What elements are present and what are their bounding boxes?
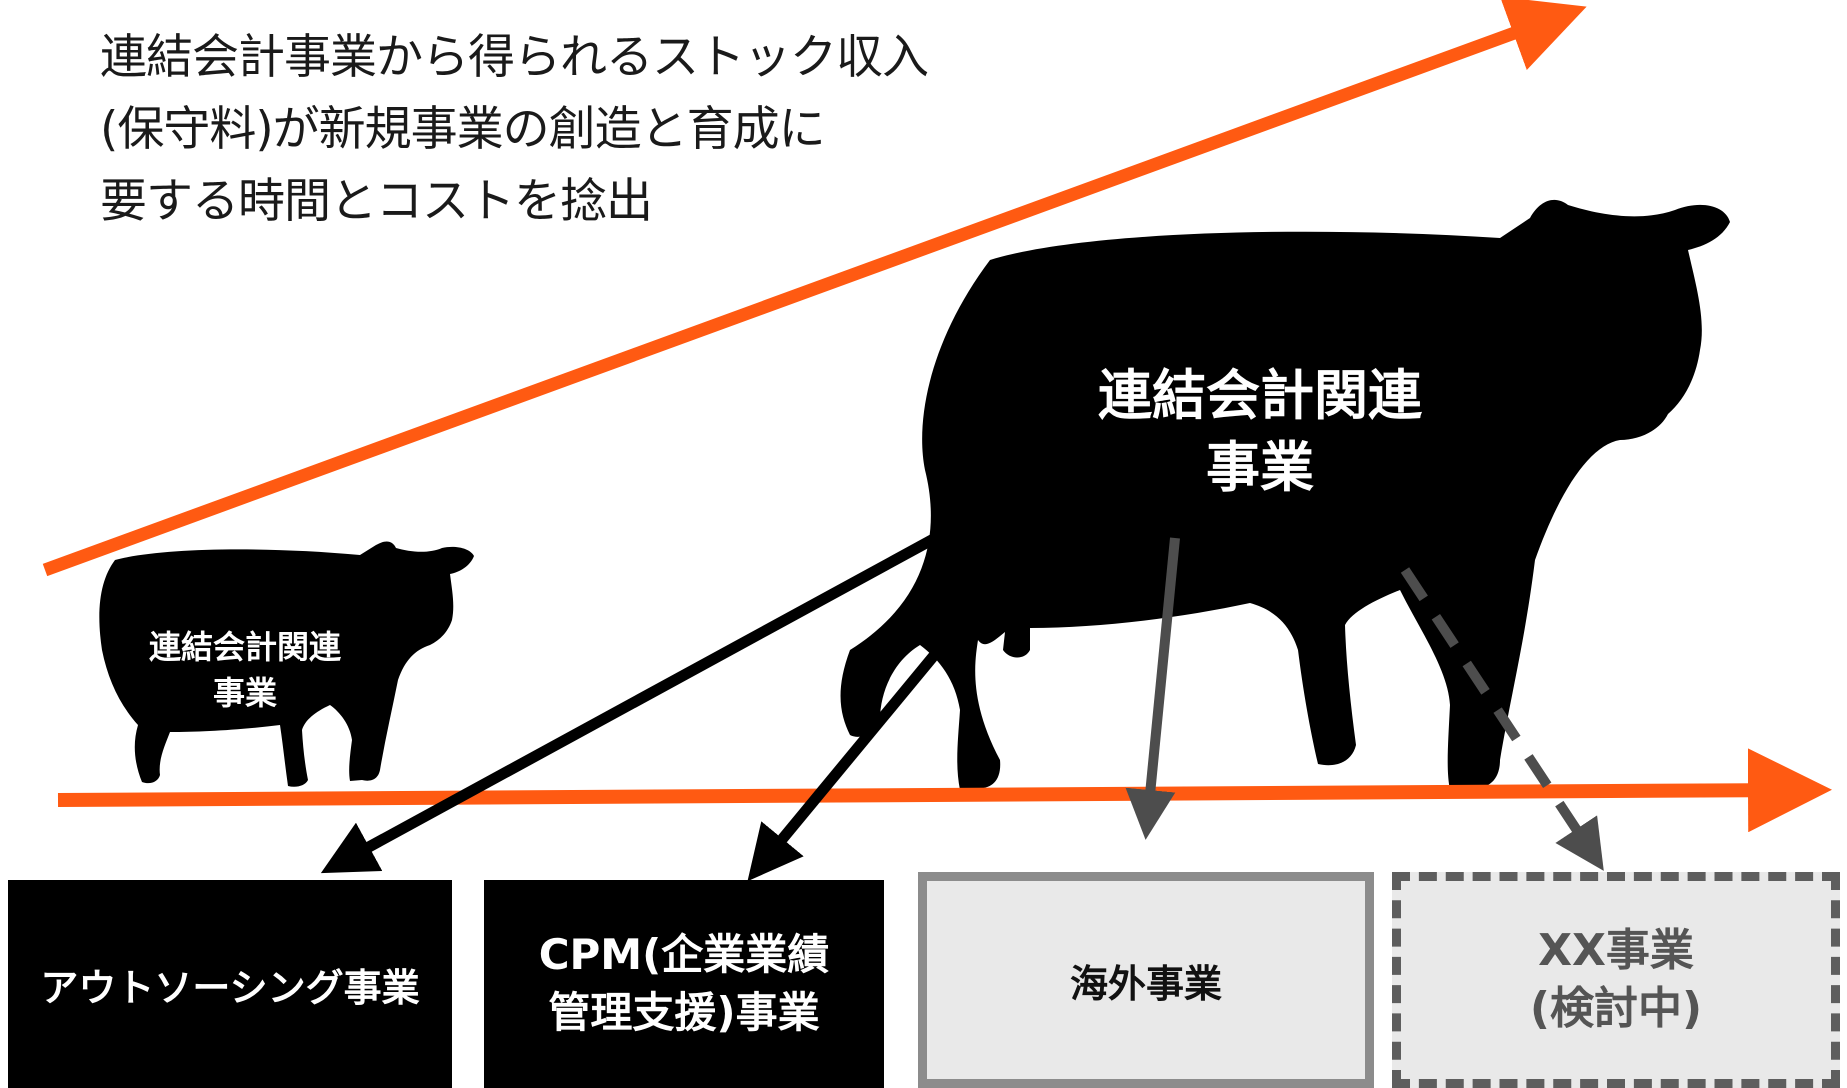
headline-text: 連結会計事業から得られるストック収入 (保守料)が新規事業の創造と育成に 要する… (100, 22, 1100, 238)
xx-business-box: XX事業 (検討中) (1392, 872, 1840, 1088)
baseline-arrow (57, 748, 1832, 833)
headline-line: 要する時間とコストを捻出 (100, 174, 653, 229)
box-label: アウトソーシング事業 (40, 965, 420, 1010)
box-label: 海外事業 (1069, 961, 1222, 1006)
small-cow-label-line: 連結会計関連 (148, 628, 341, 666)
large-cow-label: 連結会計関連 事業 (1030, 360, 1490, 504)
small-cow-silhouette (99, 541, 474, 787)
box-label: (検討中) (1529, 983, 1703, 1034)
cpm-business-box: CPM(企業業績 管理支援)事業 (484, 880, 884, 1088)
box-label: XX事業 (1538, 925, 1694, 976)
box-label: 管理支援)事業 (548, 988, 820, 1037)
growth-arrow (42, 0, 1587, 577)
large-cow-label-line: 事業 (1206, 436, 1314, 499)
arrow-to-overseas (1125, 537, 1180, 840)
small-cow-label-line: 事業 (212, 674, 277, 712)
headline-line: 連結会計事業から得られるストック収入 (100, 30, 929, 85)
arrow-to-outsourcing (320, 525, 953, 874)
outsourcing-business-box: アウトソーシング事業 (8, 880, 452, 1088)
arrow-to-cpm (747, 614, 970, 882)
small-cow-label: 連結会計関連 事業 (100, 624, 390, 716)
headline-line: (保守料)が新規事業の創造と育成に (100, 102, 826, 157)
large-cow-silhouette (840, 199, 1730, 790)
large-cow-label-line: 連結会計関連 (1098, 364, 1422, 427)
overseas-business-box: 海外事業 (918, 872, 1374, 1088)
box-label: CPM(企業業績 (538, 930, 830, 979)
